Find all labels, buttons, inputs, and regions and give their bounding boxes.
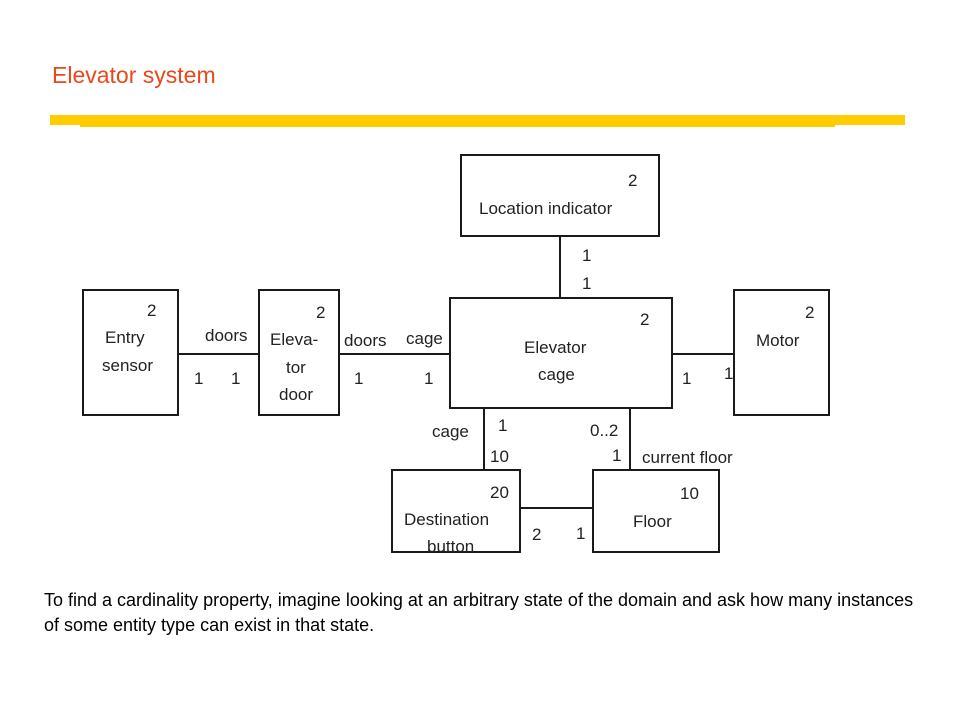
title-underline-thin <box>80 125 835 127</box>
door-cage-role-label-right: cage <box>406 329 443 348</box>
door-cage-cardinality-right: 1 <box>424 369 433 388</box>
entity-elevator-cage: 2 Elevator cage <box>449 297 673 409</box>
cage-floor-cardinality-top: 0..2 <box>590 421 618 440</box>
elevator-cage-name-line2: cage <box>538 365 575 384</box>
motor-name: Motor <box>756 331 800 350</box>
cage-button-cardinality-top: 1 <box>498 416 507 435</box>
entity-location-indicator: 2 Location indicator <box>460 154 660 237</box>
floor-name: Floor <box>633 512 672 531</box>
indicator-cage-cardinality-bottom: 1 <box>582 274 591 293</box>
entity-floor: 10 Floor <box>592 469 720 553</box>
slide-caption: To find a cardinality property, imagine … <box>44 590 914 635</box>
elevator-cage-name-line1: Elevator <box>524 338 587 357</box>
cage-button-role-label: cage <box>432 422 469 441</box>
sensor-door-cardinality-left: 1 <box>194 369 203 388</box>
button-floor-cardinality-right: 1 <box>576 524 585 543</box>
door-cage-cardinality-left: 1 <box>354 369 363 388</box>
door-cage-role-label-left: doors <box>344 331 387 350</box>
location-indicator-name: Location indicator <box>479 199 613 218</box>
entity-entry-sensor: 2 Entry sensor <box>82 289 179 416</box>
entry-sensor-name-line1: Entry <box>105 328 145 347</box>
entity-elevator-door: 2 Eleva- tor door <box>258 289 340 416</box>
elevator-door-name-line2: tor <box>286 358 306 377</box>
title-underline <box>50 115 905 125</box>
floor-count: 10 <box>680 484 699 503</box>
indicator-cage-cardinality-top: 1 <box>582 246 591 265</box>
sensor-door-role-label: doors <box>205 326 248 345</box>
elevator-door-count: 2 <box>316 303 325 322</box>
destination-button-name-line1: Destination <box>404 510 489 529</box>
cage-motor-cardinality-right: 1 <box>724 364 733 383</box>
destination-button-name-line2: button <box>427 537 474 556</box>
destination-button-count: 20 <box>490 483 509 502</box>
entity-destination-button: 20 Destination button <box>391 469 521 556</box>
cage-floor-cardinality-bottom: 1 <box>612 446 621 465</box>
entity-motor: 2 Motor <box>733 289 830 416</box>
elevator-door-name-line3: door <box>279 385 313 404</box>
motor-count: 2 <box>805 303 814 322</box>
cage-motor-cardinality-left: 1 <box>682 369 691 388</box>
cage-floor-role-label: current floor <box>642 448 733 467</box>
entry-sensor-name-line2: sensor <box>102 356 153 375</box>
location-indicator-count: 2 <box>628 171 637 190</box>
button-floor-cardinality-left: 2 <box>532 525 541 544</box>
slide-title: Elevator system <box>52 62 216 88</box>
elevator-door-name-line1: Eleva- <box>270 330 318 349</box>
sensor-door-cardinality-right: 1 <box>231 369 240 388</box>
entry-sensor-count: 2 <box>147 301 156 320</box>
cage-button-cardinality-bottom: 10 <box>490 447 509 466</box>
elevator-cage-count: 2 <box>640 310 649 329</box>
